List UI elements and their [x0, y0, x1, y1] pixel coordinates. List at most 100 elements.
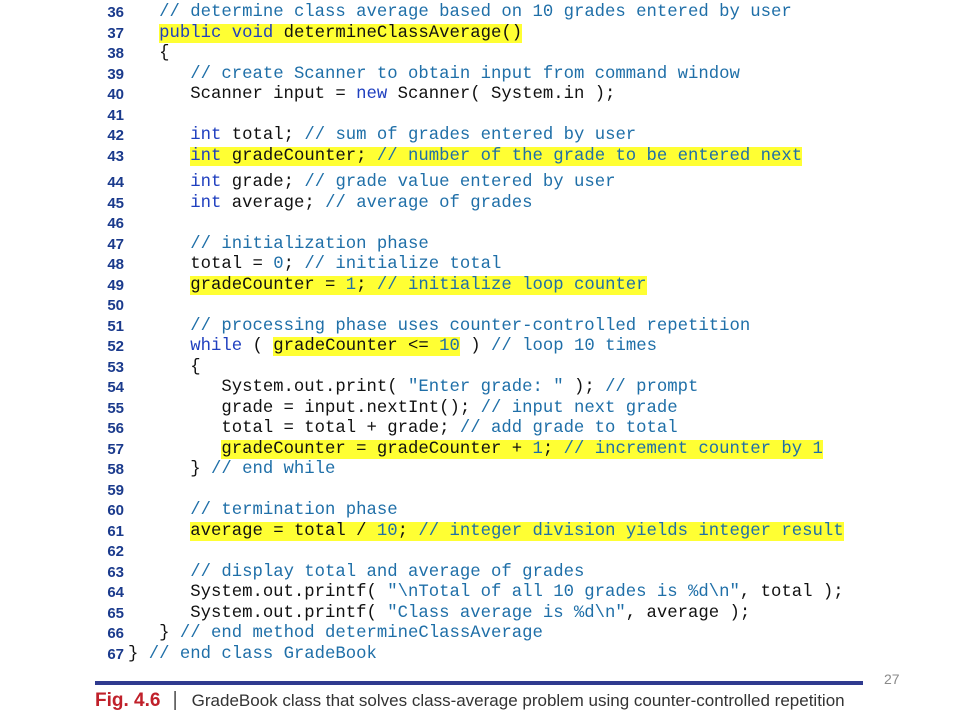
line-source: total = 0; // initialize total	[128, 255, 501, 276]
highlighted-token: determineClassAverage()	[273, 23, 523, 43]
code-string: "Enter grade: "	[408, 378, 564, 397]
code-line: 47 // initialization phase	[88, 235, 888, 256]
line-number: 43	[107, 147, 124, 165]
code-keyword: new	[356, 85, 388, 104]
code-token: System.out.print(	[128, 378, 409, 397]
line-number: 56	[107, 420, 124, 437]
code-token: Scanner( System.in );	[387, 85, 616, 104]
code-token: )	[459, 337, 492, 356]
line-number: 53	[107, 358, 124, 376]
code-token: average;	[221, 193, 326, 213]
code-number: 0	[273, 255, 284, 274]
code-comment: // add grade to total	[459, 419, 678, 438]
line-number: 62	[107, 543, 124, 560]
line-number: 52	[107, 338, 124, 355]
code-token	[128, 501, 190, 520]
code-line: 55 grade = input.nextInt(); // input nex…	[88, 399, 888, 420]
line-source: total = total + grade; // add grade to t…	[128, 419, 678, 440]
line-number: 54	[107, 379, 124, 396]
code-token	[128, 173, 190, 192]
code-line: 67} // end class GradeBook	[88, 645, 888, 666]
code-token	[128, 337, 190, 356]
code-line: 37 public void determineClassAverage()	[88, 23, 888, 45]
highlighted-token: gradeCounter;	[221, 146, 377, 166]
line-number: 64	[107, 584, 124, 601]
code-token	[128, 194, 190, 213]
code-token: (	[242, 337, 274, 356]
code-line: 64 System.out.printf( "\nTotal of all 10…	[88, 583, 888, 604]
code-line: 51 // processing phase uses counter-cont…	[88, 317, 888, 338]
highlighted-token: average = total /	[190, 521, 377, 541]
caption-rule	[95, 681, 863, 685]
code-token: {	[128, 357, 201, 377]
line-source: public void determineClassAverage()	[128, 23, 523, 45]
figure-caption: Fig. 4.6|GradeBook class that solves cla…	[95, 689, 875, 717]
caption-separator: |	[172, 689, 178, 711]
code-line: 36 // determine class average based on 1…	[88, 3, 888, 24]
line-number: 50	[107, 297, 124, 314]
code-token: }	[128, 644, 149, 664]
code-token	[128, 65, 190, 84]
line-source: Scanner input = new Scanner( System.in )…	[128, 85, 615, 106]
line-source: average = total / 10; // integer divisio…	[128, 521, 844, 543]
code-listing: 36 // determine class average based on 1…	[88, 3, 888, 665]
code-line: 53 {	[88, 358, 888, 379]
line-number: 37	[107, 24, 124, 42]
highlighted-token: // number of the grade to be entered nex…	[376, 146, 803, 166]
highlighted-token: 1	[532, 439, 543, 459]
code-comment: // end class GradeBook	[148, 644, 377, 664]
line-source: // display total and average of grades	[128, 563, 584, 584]
code-token: , average );	[625, 603, 751, 623]
line-source: {	[128, 44, 169, 65]
line-number: 58	[107, 461, 124, 478]
line-number: 40	[107, 86, 124, 103]
code-line: 50	[88, 296, 888, 317]
highlighted-token: ;	[397, 521, 419, 541]
code-token	[128, 276, 190, 295]
highlighted-token: ;	[542, 439, 564, 459]
code-string: "Class average is %d\n"	[387, 603, 626, 623]
line-number: 51	[107, 317, 124, 335]
code-comment: // sum of grades entered by user	[304, 126, 637, 145]
code-token	[128, 440, 221, 459]
code-line: 44 int grade; // grade value entered by …	[88, 173, 888, 194]
code-comment: // loop 10 times	[491, 337, 657, 356]
line-number: 48	[107, 256, 124, 273]
code-keyword: int	[190, 193, 222, 213]
code-comment: // display total and average of grades	[190, 562, 585, 582]
code-token: );	[563, 378, 606, 397]
code-token: total =	[128, 255, 274, 274]
line-source: int gradeCounter; // number of the grade…	[128, 146, 803, 168]
code-line: 61 average = total / 10; // integer divi…	[88, 521, 888, 543]
code-token	[128, 317, 190, 336]
code-line: 39 // create Scanner to obtain input fro…	[88, 65, 888, 86]
line-number: 65	[107, 604, 124, 622]
highlighted-token: 10	[376, 521, 398, 541]
code-token: total;	[221, 126, 305, 145]
line-source: int total; // sum of grades entered by u…	[128, 126, 636, 147]
code-token: total = total + grade;	[128, 419, 460, 438]
code-token: {	[128, 44, 170, 63]
code-token: ;	[283, 255, 305, 274]
code-line: 59	[88, 481, 888, 502]
code-keyword: int	[190, 173, 222, 192]
code-line: 41	[88, 106, 888, 127]
caption-text: GradeBook class that solves class-averag…	[191, 691, 845, 710]
code-token	[128, 235, 190, 254]
highlighted-token: gradeCounter = gradeCounter +	[221, 439, 533, 459]
code-line: 40 Scanner input = new Scanner( System.i…	[88, 85, 888, 106]
code-token: }	[128, 624, 180, 643]
code-token	[128, 126, 190, 145]
code-line: 60 // termination phase	[88, 501, 888, 522]
code-line: 54 System.out.print( "Enter grade: " ); …	[88, 378, 888, 399]
line-source: // termination phase	[128, 501, 397, 522]
line-source: System.out.printf( "\nTotal of all 10 gr…	[128, 583, 843, 604]
line-source: } // end method determineClassAverage	[128, 624, 543, 645]
code-comment: // create Scanner to obtain input from c…	[190, 64, 740, 84]
code-token: }	[128, 460, 211, 479]
highlighted-token: ;	[356, 275, 377, 295]
line-number: 38	[107, 45, 124, 62]
line-number: 60	[107, 502, 124, 519]
line-number: 61	[107, 522, 124, 540]
